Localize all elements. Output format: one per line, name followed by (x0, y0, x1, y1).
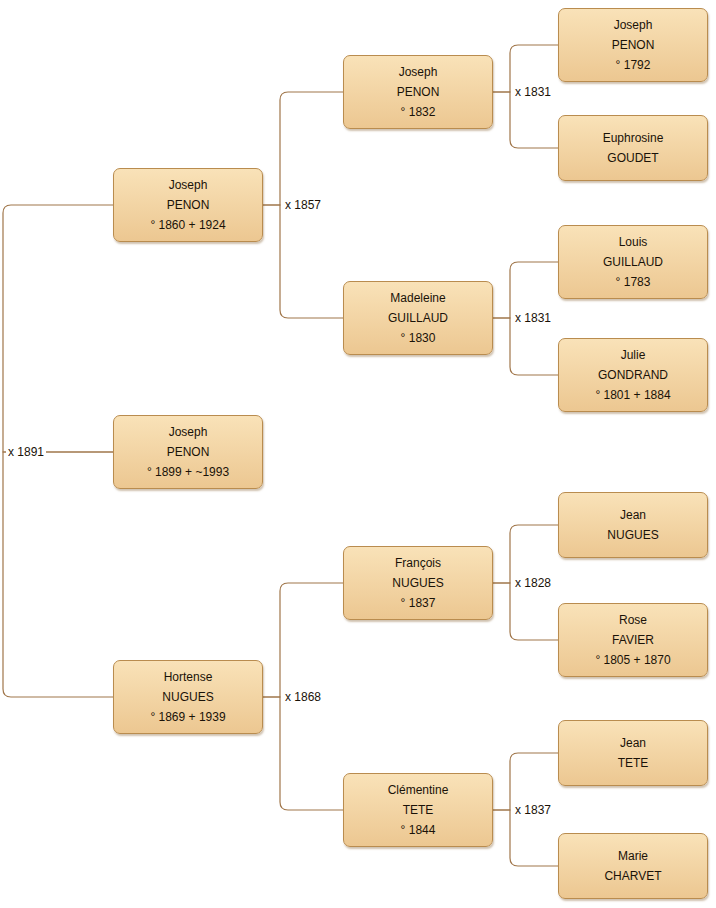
person-box: MarieCHARVET (558, 833, 708, 899)
person-box: RoseFAVIER° 1805 + 1870 (558, 603, 708, 677)
dates: ° 1899 + ~1993 (147, 462, 229, 482)
first-name: Marie (618, 846, 648, 866)
first-name: François (395, 553, 441, 573)
marriage-year: x 1891 (6, 444, 46, 460)
parent-link (3, 452, 113, 697)
first-name: Joseph (399, 62, 438, 82)
dates: ° 1830 (401, 328, 436, 348)
surname: NUGUES (162, 687, 213, 707)
dates: ° 1805 + 1870 (595, 650, 670, 670)
person-box: JosephPENON° 1832 (343, 55, 493, 129)
dates: ° 1832 (401, 102, 436, 122)
person-box: MadeleineGUILLAUD° 1830 (343, 281, 493, 355)
first-name: Joseph (169, 422, 208, 442)
marriage-year: x 1831 (513, 84, 553, 100)
first-name: Joseph (614, 15, 653, 35)
person-box: JeanNUGUES (558, 492, 708, 558)
dates: ° 1860 + 1924 (150, 215, 225, 235)
surname: GUILLAUD (603, 252, 663, 272)
marriage-year: x 1831 (513, 310, 553, 326)
surname: GONDRAND (598, 365, 668, 385)
surname: TETE (618, 753, 649, 773)
dates: ° 1837 (401, 593, 436, 613)
parent-link (493, 810, 558, 866)
parent-link (263, 92, 343, 205)
dates: ° 1844 (401, 820, 436, 840)
surname: PENON (167, 442, 210, 462)
surname: GOUDET (607, 148, 658, 168)
person-box: LouisGUILLAUD° 1783 (558, 225, 708, 299)
person-box: JosephPENON° 1860 + 1924 (113, 168, 263, 242)
surname: PENON (167, 195, 210, 215)
person-box: FrançoisNUGUES° 1837 (343, 546, 493, 620)
first-name: Clémentine (388, 780, 449, 800)
marriage-year: x 1828 (513, 575, 553, 591)
person-box: HortenseNUGUES° 1869 + 1939 (113, 660, 263, 734)
dates: ° 1792 (616, 55, 651, 75)
dates: ° 1869 + 1939 (150, 707, 225, 727)
parent-link (493, 92, 558, 148)
first-name: Louis (619, 232, 648, 252)
parent-link (493, 583, 558, 640)
marriage-year: x 1837 (513, 802, 553, 818)
person-box: JulieGONDRAND° 1801 + 1884 (558, 338, 708, 412)
surname: NUGUES (607, 525, 658, 545)
person-box: JeanTETE (558, 720, 708, 786)
first-name: Hortense (164, 667, 213, 687)
first-name: Jean (620, 505, 646, 525)
first-name: Joseph (169, 175, 208, 195)
parent-link (263, 583, 343, 697)
parent-link (263, 205, 343, 318)
dates: ° 1783 (616, 272, 651, 292)
parent-link (493, 318, 558, 375)
surname: GUILLAUD (388, 308, 448, 328)
first-name: Julie (621, 345, 646, 365)
parent-link (263, 697, 343, 810)
surname: TETE (403, 800, 434, 820)
marriage-year: x 1857 (283, 197, 323, 213)
dates: ° 1801 + 1884 (595, 385, 670, 405)
surname: FAVIER (612, 630, 654, 650)
surname: CHARVET (604, 866, 661, 886)
surname: NUGUES (392, 573, 443, 593)
person-box: EuphrosineGOUDET (558, 115, 708, 181)
parent-link (3, 205, 113, 452)
marriage-year: x 1868 (283, 689, 323, 705)
person-box: JosephPENON° 1792 (558, 8, 708, 82)
first-name: Jean (620, 733, 646, 753)
surname: PENON (612, 35, 655, 55)
person-box: ClémentineTETE° 1844 (343, 773, 493, 847)
first-name: Euphrosine (603, 128, 664, 148)
first-name: Rose (619, 610, 647, 630)
surname: PENON (397, 82, 440, 102)
person-box: JosephPENON° 1899 + ~1993 (113, 415, 263, 489)
first-name: Madeleine (390, 288, 445, 308)
